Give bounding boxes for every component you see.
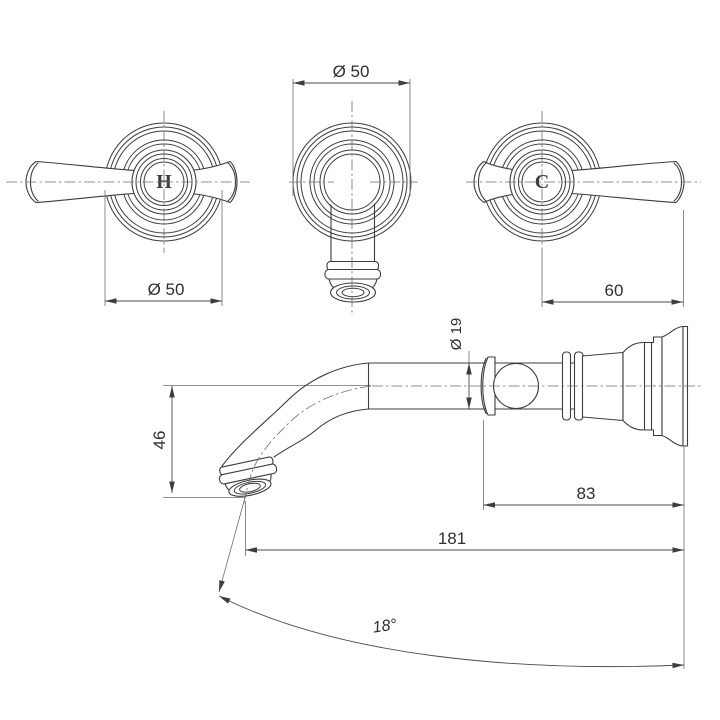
spout-front-diameter-dimension: Ø 50 [292,62,411,196]
spout-aerator-tip [218,456,278,497]
svg-text:181: 181 [438,529,466,548]
spout-bend [221,362,370,467]
reach-dimension: 181 [245,501,684,556]
angle-dimension: 18° [218,493,685,669]
hot-handle-view: H Ø 50 [6,111,250,306]
svg-text:83: 83 [577,484,596,503]
spout-front-view: Ø 50 [289,62,418,316]
cold-offset-dimension: 60 [541,210,684,307]
spout-front-aerator [324,260,382,303]
hot-diameter-dimension: Ø 50 [104,190,223,306]
svg-text:18°: 18° [372,616,399,636]
svg-text:Ø 19: Ø 19 [448,318,465,351]
svg-text:Ø 50: Ø 50 [148,280,185,299]
cold-letter: C [535,171,549,193]
spout-bend-centerline [243,385,372,506]
svg-text:Ø 50: Ø 50 [333,62,370,81]
spout-side-view: Ø 19 46 83 181 18° [150,318,702,669]
cold-handle-view: C 60 [466,111,701,307]
svg-text:46: 46 [150,431,169,450]
spout-joint-cap [482,356,496,416]
spout-diameter-dimension: Ø 19 [448,318,472,409]
drop-dimension: 46 [150,386,246,498]
wall-distance-dimension: 83 [483,420,685,669]
svg-text:60: 60 [605,281,624,300]
